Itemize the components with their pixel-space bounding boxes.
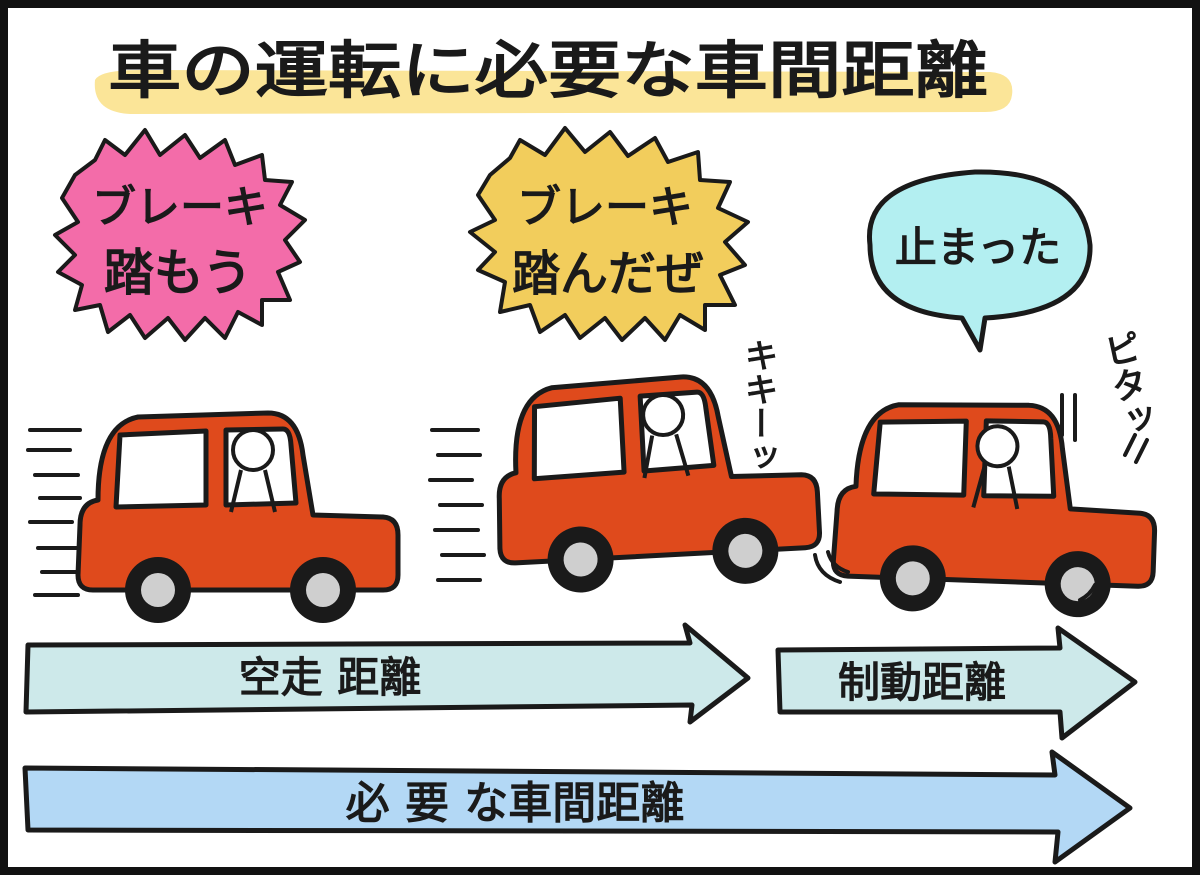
required-distance-label: 必 要 な車間距離 [346,778,685,829]
speech-bubble-brake-done: ブレーキ 踏んだぜ [468,126,750,342]
stop-motion-marks [813,393,1149,602]
title-highlight [94,70,1013,114]
page-title: 車の運転に必要な車間距離 [108,34,988,107]
car-stopped [832,399,1159,620]
bubble-2-line2: 踏んだぜ [512,246,704,302]
round-bubble-cyan [866,169,1093,353]
sfx-skid: キキーッ [738,338,778,474]
bubble-3-text: 止まった [895,223,1061,272]
bubble-1-line2: 踏もう [104,244,253,302]
bubble-2-line1: ブレーキ [517,182,693,233]
speed-lines-left [26,428,86,597]
spiky-bubble-yellow [468,126,750,342]
speech-bubble-stopped: 止まった [866,169,1093,353]
spiky-bubble-pink [53,128,307,342]
sfx-stop: ピタッ [1095,328,1158,442]
arrow-required-distance: 必 要 な車間距離 [22,749,1133,865]
braking-distance-label: 制動距離 [838,658,1006,707]
free-running-distance-label: 空走 距離 [239,653,422,702]
speech-bubble-brake-intent: ブレーキ 踏もう [53,128,307,342]
arrow-braking-distance: 制動距離 [775,625,1138,741]
speed-lines-middle [428,428,486,582]
arrow-free-running-distance: 空走 距離 [23,622,751,725]
car-driving [78,413,398,623]
bubble-1-line1: ブレーキ [92,182,268,233]
